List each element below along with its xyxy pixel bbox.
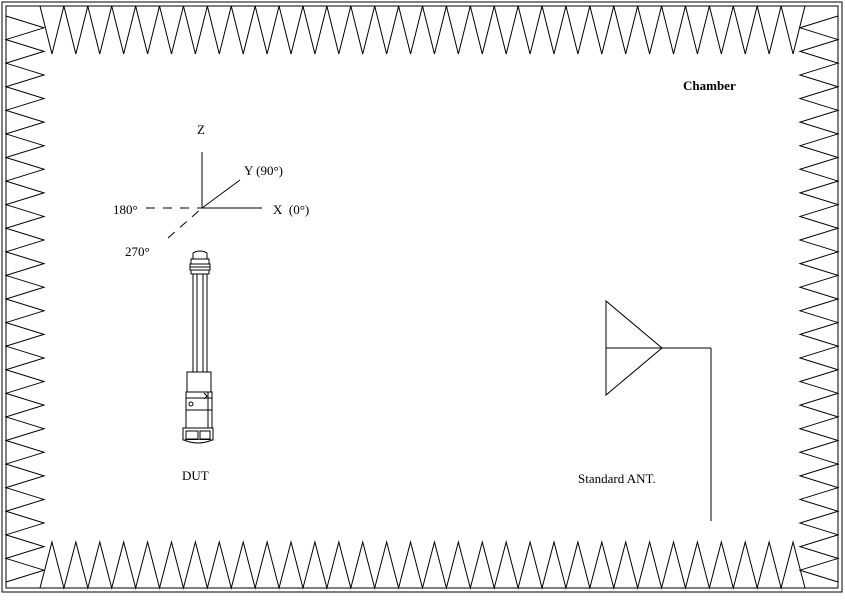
neg-x-axis-label: 180° — [113, 202, 138, 217]
neg-y-axis-line — [167, 207, 203, 239]
absorber-right-wall — [798, 15, 840, 583]
absorber-cones — [4, 5, 840, 590]
y-axis-line — [201, 179, 241, 209]
coordinate-axes — [146, 152, 262, 239]
chamber-title: Chamber — [683, 78, 736, 93]
absorber-bottom-wall — [39, 540, 806, 590]
z-axis-label: Z — [197, 122, 205, 137]
y-axis-label: Y (90°) — [244, 163, 283, 178]
x-axis-label: X (0°) — [273, 202, 309, 217]
horn-antenna-icon — [605, 299, 712, 521]
antenna-label: Standard ANT. — [578, 471, 656, 486]
dut-device-icon — [182, 250, 214, 444]
absorber-top-wall — [39, 5, 806, 55]
absorber-left-wall — [4, 15, 46, 583]
neg-y-axis-label: 270° — [125, 244, 150, 259]
dut-label: DUT — [182, 468, 209, 483]
chamber-inner-frame — [5, 5, 839, 589]
